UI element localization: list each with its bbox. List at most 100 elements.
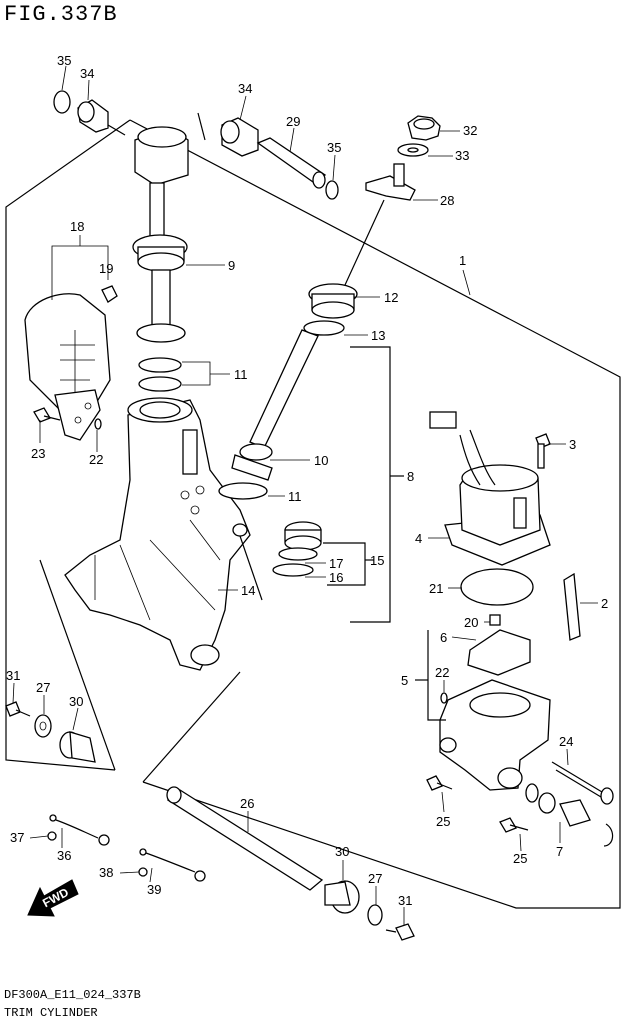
- callout-7: 7: [556, 844, 563, 859]
- cylinder-body-14: [64, 397, 263, 671]
- callout-9: 9: [228, 258, 235, 273]
- callout-17: 17: [329, 556, 343, 571]
- callout-28: 28: [440, 193, 454, 208]
- callout-27: 27: [368, 871, 382, 886]
- callout-31: 31: [6, 668, 20, 683]
- callout-30: 30: [335, 844, 349, 859]
- callout-38: 38: [99, 865, 113, 880]
- callout-24: 24: [559, 734, 573, 749]
- bushing-34: [77, 99, 126, 136]
- callout-35: 35: [327, 140, 341, 155]
- trim-motor-4: [429, 411, 551, 566]
- diagram-name: TRIM CYLINDER: [4, 1006, 98, 1020]
- callout-23: 23: [31, 446, 45, 461]
- snap-ring-35: [53, 90, 71, 114]
- leader-lines: [12, 65, 598, 925]
- callout-34: 34: [238, 81, 252, 96]
- callout-3: 3: [569, 437, 576, 452]
- boundary-diagonal: [39, 559, 116, 771]
- callout-5: 5: [401, 673, 408, 688]
- callout-30: 30: [69, 694, 83, 709]
- callout-32: 32: [463, 123, 477, 138]
- callout-18: 18: [70, 219, 84, 234]
- callout-12: 12: [384, 290, 398, 305]
- callout-21: 21: [429, 581, 443, 596]
- stud-28: [344, 163, 416, 286]
- callout-4: 4: [415, 531, 422, 546]
- callout-35: 35: [57, 53, 71, 68]
- callout-39: 39: [147, 882, 161, 897]
- bolt-31-right: [385, 923, 415, 941]
- callout-2: 2: [601, 596, 608, 611]
- callout-26: 26: [240, 796, 254, 811]
- callouts: 35 34 34 29 35 32 33 28 18 19 9 1 12 13 …: [6, 53, 608, 908]
- tube-26: [166, 786, 324, 891]
- bolt-23: [33, 407, 61, 423]
- cap-12: [308, 283, 358, 319]
- bolt-25-lower: [499, 817, 529, 833]
- callout-8: 8: [407, 469, 414, 484]
- washer-33: [397, 143, 429, 157]
- callout-33: 33: [455, 148, 469, 163]
- callout-25: 25: [513, 851, 527, 866]
- bracket-2: [563, 572, 581, 641]
- callout-14: 14: [241, 583, 255, 598]
- callout-11: 11: [234, 367, 248, 382]
- callout-1: 1: [459, 253, 466, 268]
- diagram-code: DF300A_E11_024_337B: [4, 988, 141, 1002]
- o-rings-11-upper: [138, 357, 182, 392]
- o-ring-21: [460, 568, 534, 606]
- tilt-rod-10: [231, 329, 319, 481]
- bolt-3: [535, 433, 551, 469]
- callout-29: 29: [286, 114, 300, 129]
- bracket-15: [323, 542, 366, 586]
- nut-32: [407, 115, 441, 141]
- callout-16: 16: [329, 570, 343, 585]
- callout-22: 22: [435, 665, 449, 680]
- manifold-5: [439, 679, 551, 791]
- trim-rod-9: [132, 126, 189, 343]
- clip-22-right: [440, 692, 448, 704]
- assembly-boundary: [5, 119, 131, 771]
- gasket-6: [467, 629, 531, 676]
- callout-6: 6: [440, 630, 447, 645]
- piston-set-15: [272, 521, 322, 577]
- bracket-5: [427, 630, 446, 721]
- callout-19: 19: [99, 261, 113, 276]
- bracket-8: [350, 346, 391, 623]
- screw-38: [138, 867, 148, 877]
- callout-34: 34: [80, 66, 94, 81]
- clip-22-left: [94, 418, 102, 430]
- callout-37: 37: [10, 830, 24, 845]
- o-ring-13: [303, 320, 345, 336]
- bolt-24: [551, 761, 614, 805]
- valve-7: [525, 783, 614, 847]
- callout-15: 15: [370, 553, 384, 568]
- pin-assembly-top: [197, 112, 339, 200]
- boundary-diagonal-2: [142, 671, 241, 783]
- clip-39: [139, 848, 206, 882]
- callout-25: 25: [436, 814, 450, 829]
- callout-10: 10: [314, 453, 328, 468]
- callout-27: 27: [36, 680, 50, 695]
- callout-36: 36: [57, 848, 71, 863]
- bushing-30-left: [59, 731, 96, 763]
- cover-18: [24, 293, 111, 441]
- bushing-30-right: [324, 880, 360, 914]
- washer-27-right: [367, 904, 383, 926]
- fwd-arrow-icon: FWD: [27, 879, 79, 917]
- callout-22: 22: [89, 452, 103, 467]
- figure-title: FIG.337B: [4, 2, 118, 27]
- bolt-31-left: [5, 701, 31, 717]
- callout-11: 11: [288, 489, 302, 504]
- washer-27-left: [34, 714, 52, 738]
- o-ring-11-lower: [218, 482, 268, 500]
- bolt-25-upper: [426, 775, 453, 791]
- clip-36: [49, 814, 110, 846]
- callout-13: 13: [371, 328, 385, 343]
- callout-20: 20: [464, 615, 478, 630]
- callout-31: 31: [398, 893, 412, 908]
- screw-37: [47, 831, 57, 841]
- plug-20: [489, 614, 501, 626]
